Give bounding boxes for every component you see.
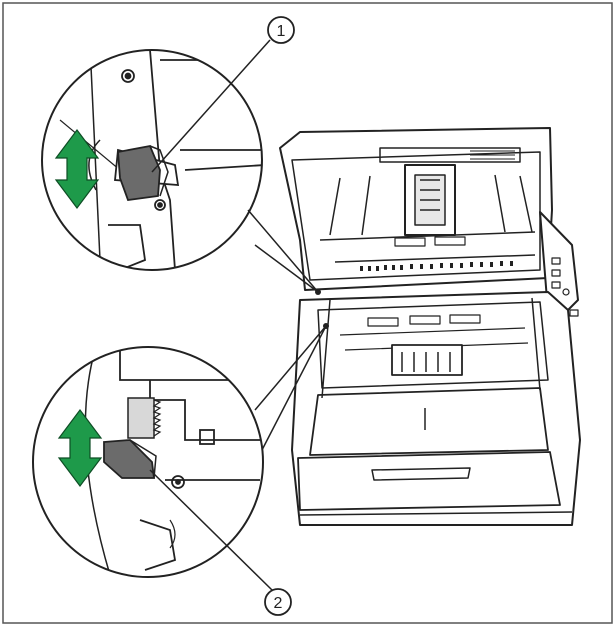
detail-magnifier-top (41, 49, 263, 271)
magnifier-connectors (247, 209, 327, 451)
lid-teeth (360, 261, 513, 271)
scanner (279, 127, 553, 291)
output-tray (309, 387, 549, 456)
callout-1-label: 1 (277, 23, 286, 40)
lever-1 (117, 144, 161, 201)
direction-arrow-1 (54, 129, 100, 209)
callout-2: 2 (264, 588, 292, 616)
front-handle (371, 467, 471, 481)
callout-1: 1 (267, 16, 295, 44)
callout-2-label: 2 (274, 595, 283, 612)
direction-arrow-2 (57, 409, 103, 487)
callout-2-leader (149, 469, 273, 591)
gear-icon (127, 397, 162, 439)
callout-1-leader (151, 39, 271, 173)
figure-border (2, 2, 613, 624)
status-indicator (569, 309, 579, 317)
detail-magnifier-bottom (32, 346, 264, 578)
